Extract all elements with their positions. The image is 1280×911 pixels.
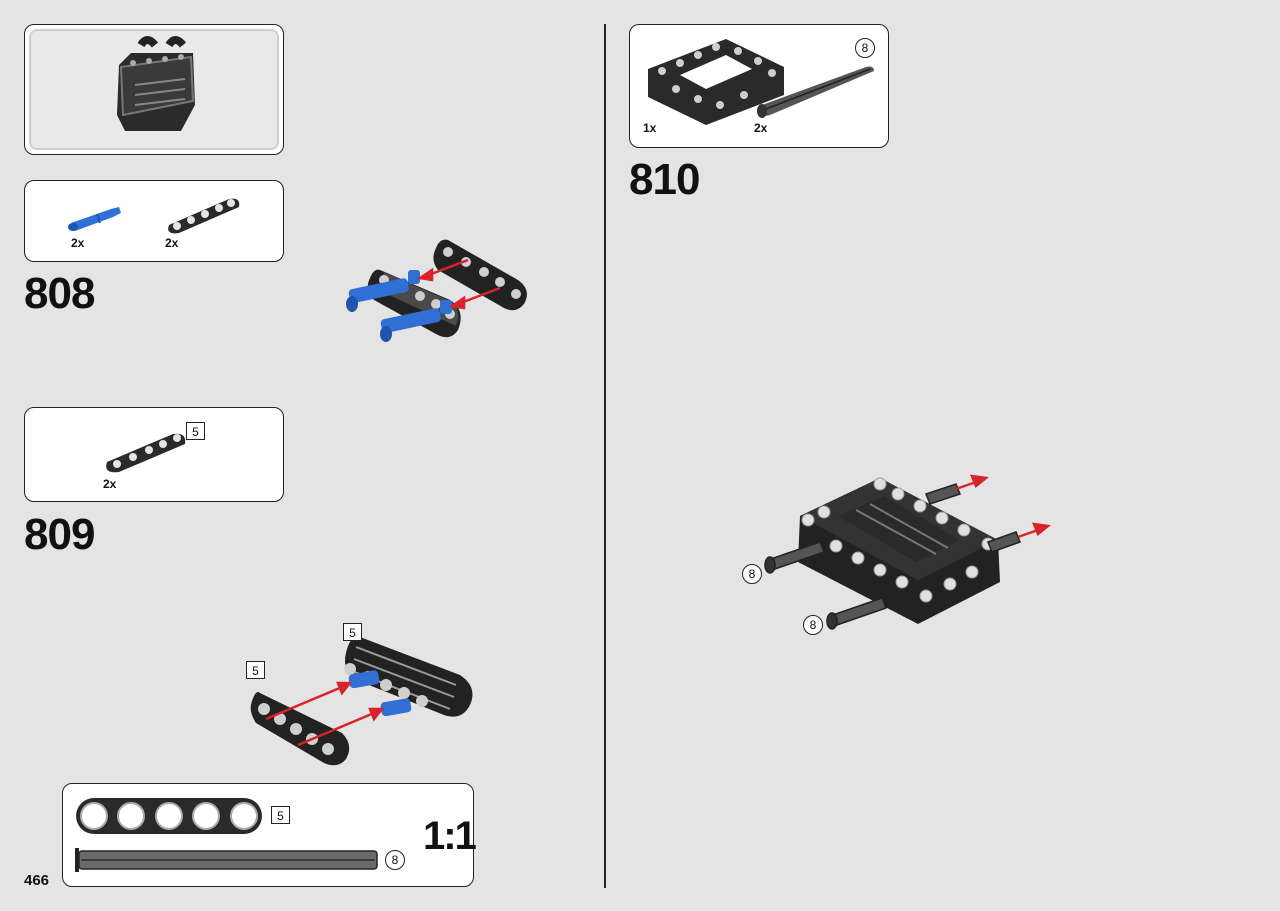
ruler-axle-length: 8: [385, 850, 405, 870]
ruler-beam-icon: [76, 798, 262, 834]
blue-pin-icon: [68, 207, 121, 231]
ruler-beam-length: 5: [271, 806, 290, 824]
step-810-illustration: [764, 474, 1052, 630]
step-809-callout-top: 5: [343, 623, 362, 641]
scale-label: 1:1: [423, 814, 477, 858]
subassembly-preview-model-icon: [117, 36, 195, 131]
step-809-length-callout: 5: [186, 422, 205, 440]
step-809-parts-box: 5 2x: [24, 407, 284, 502]
step-808-part-1-qty: 2x: [71, 236, 85, 250]
scale-ruler-box: 5 8 1:1: [62, 783, 477, 887]
step-809-number: 809: [24, 510, 95, 559]
subassembly-preview-box: [24, 24, 284, 155]
frame-5x7-icon: [648, 39, 784, 125]
step-808-number: 808: [24, 269, 95, 318]
step-810-callout-left: 8: [742, 564, 762, 584]
step-808-parts-box: 2x 2x: [24, 180, 284, 262]
page-divider: [604, 24, 606, 888]
liftarm-5-icon: [168, 198, 240, 234]
step-810-length-callout: 8: [855, 38, 875, 58]
step-810-number: 810: [629, 155, 700, 204]
step-810-callout-bottom: 8: [803, 615, 823, 635]
step-810-parts-box: 1x 8 2x: [629, 24, 889, 148]
step-808-part-2-qty: 2x: [165, 236, 179, 250]
step-810-part-1-qty: 1x: [643, 121, 657, 135]
ruler-axle-icon: [75, 848, 378, 872]
axle-8-icon: [757, 66, 874, 118]
step-809-illustration: [250, 636, 473, 766]
step-808-illustration: [346, 239, 527, 342]
page-number: 466: [24, 872, 50, 889]
step-809-part-1-qty: 2x: [103, 477, 117, 491]
liftarm-5-thick-icon: [106, 433, 186, 473]
step-810-part-2-qty: 2x: [754, 121, 768, 135]
step-809-callout-left: 5: [246, 661, 265, 679]
